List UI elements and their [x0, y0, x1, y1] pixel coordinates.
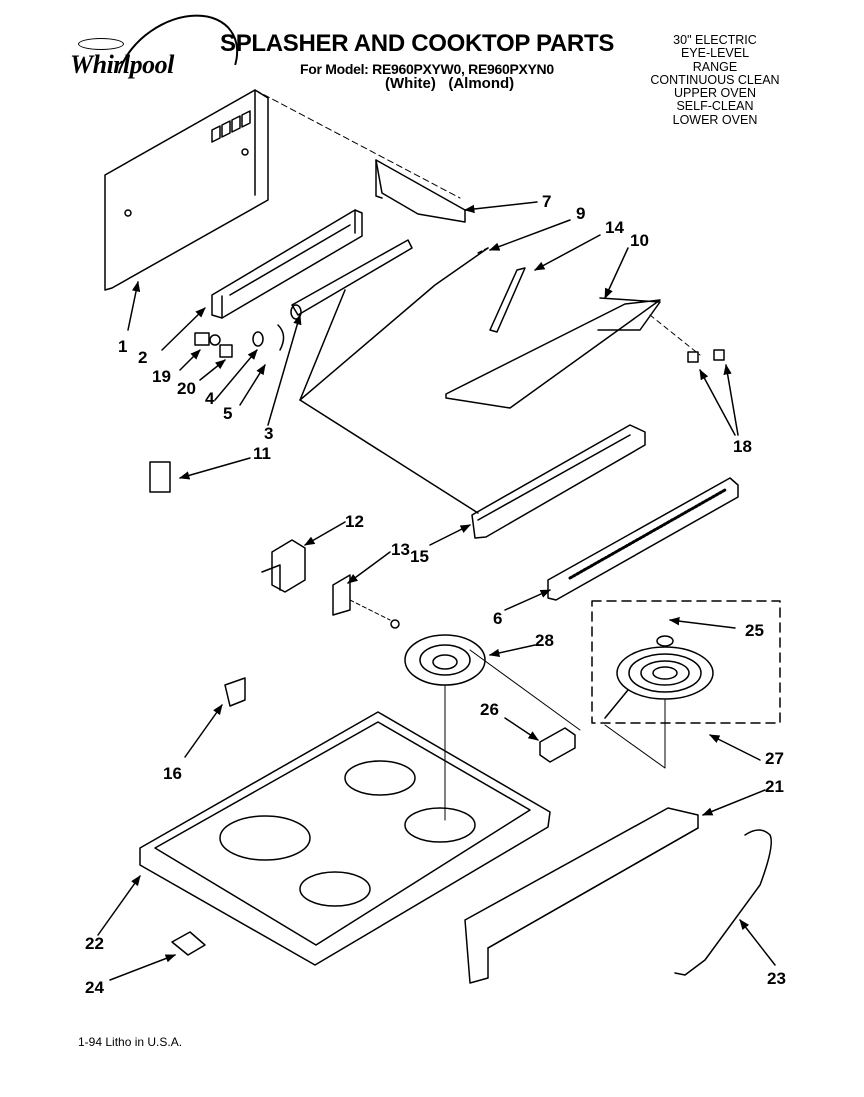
product-description: 30" ELECTRIC EYE-LEVEL RANGE CONTINUOUS …	[640, 33, 790, 127]
part-cooktop-bracket	[171, 931, 206, 956]
whirlpool-logo: Whirlpool	[70, 0, 259, 146]
desc-line: CONTINUOUS CLEAN	[650, 72, 780, 87]
callout-21: 21	[765, 777, 784, 796]
part-diffuser	[299, 247, 489, 514]
part-screw	[390, 619, 400, 629]
callout-13: 13	[391, 540, 410, 559]
part-cooktop	[139, 711, 551, 966]
part-switch-assembly	[261, 539, 306, 593]
callout-16: 16	[163, 764, 182, 783]
callout-9: 9	[576, 204, 586, 223]
leader-lines	[97, 201, 776, 981]
element-assembly-box	[591, 600, 781, 724]
callout-2: 2	[138, 348, 148, 367]
callout-28: 28	[535, 631, 554, 650]
part-bracket	[375, 159, 466, 223]
desc-line: SELF-CLEAN	[676, 99, 754, 114]
callout-20: 20	[177, 379, 196, 398]
logo-registered-mark	[78, 38, 124, 50]
callout-19: 19	[152, 367, 171, 386]
part-wire	[674, 829, 772, 976]
part-clip	[224, 677, 246, 707]
desc-line: 30" ELECTRIC	[673, 33, 757, 47]
part-element-cap	[656, 635, 674, 647]
part-end-rail	[471, 424, 646, 539]
callout-24: 24	[85, 978, 104, 997]
callout-6: 6	[493, 609, 503, 628]
callout-4: 4	[205, 389, 215, 408]
callout-23: 23	[767, 969, 786, 988]
part-lamp-tray	[445, 297, 725, 409]
part-surface-element	[604, 635, 714, 769]
callout-22: 22	[85, 934, 104, 953]
callout-5: 5	[223, 404, 233, 423]
callout-1: 1	[118, 337, 128, 356]
callout-12: 12	[345, 512, 364, 531]
part-switch-box	[149, 461, 171, 493]
part-front-trim	[464, 807, 699, 984]
brand-name: Whirlpool	[70, 50, 174, 79]
part-trim-strip	[489, 267, 526, 333]
part-terminal-block	[539, 727, 576, 763]
part-lamp-socket-group	[194, 324, 285, 358]
part-fluorescent-tube	[290, 239, 413, 320]
part-mount-bracket	[332, 574, 351, 616]
callout-18: 18	[733, 437, 752, 456]
callout-25: 25	[745, 621, 764, 640]
callout-10: 10	[630, 231, 649, 250]
part-lamp-channel	[211, 209, 363, 319]
desc-line: LOWER OVEN	[672, 112, 758, 127]
desc-line: UPPER OVEN	[674, 86, 756, 101]
desc-line: RANGE	[692, 59, 738, 74]
callout-14: 14	[605, 218, 624, 237]
callout-15: 15	[410, 547, 429, 566]
part-splasher-panel	[104, 89, 461, 291]
page-title: SPLASHER AND COOKTOP PARTS	[220, 30, 615, 57]
callout-27: 27	[765, 749, 784, 768]
callout-3: 3	[264, 424, 274, 443]
callout-7: 7	[542, 192, 552, 211]
print-footer: 1-94 Litho in U.S.A.	[78, 1035, 183, 1049]
model-numbers: For Model: RE960PXYW0, RE960PXYN0	[300, 61, 554, 77]
part-drip-bowl	[404, 634, 581, 821]
desc-line: EYE-LEVEL	[680, 46, 750, 61]
part-vent-panel	[547, 477, 739, 601]
model-colors: (White) (Almond)	[385, 75, 515, 92]
callout-26: 26	[480, 700, 499, 719]
callout-11: 11	[253, 444, 271, 463]
